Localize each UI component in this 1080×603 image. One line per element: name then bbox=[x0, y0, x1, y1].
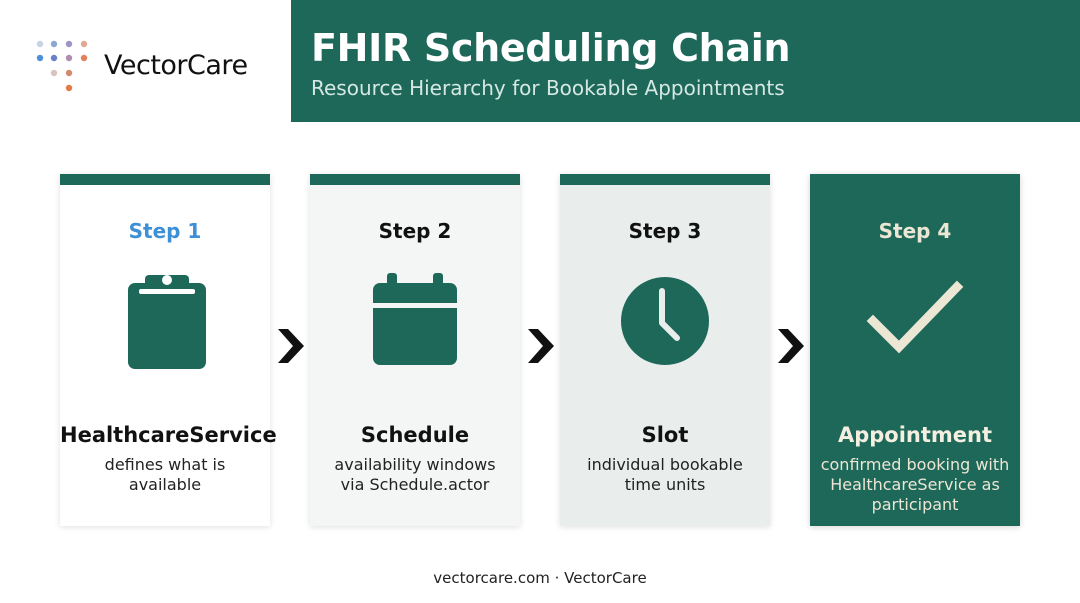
chevron-right-icon bbox=[778, 329, 804, 363]
step-card-slot: Step 3 Slot individual bookable time uni… bbox=[560, 174, 770, 526]
clock-icon bbox=[621, 277, 709, 365]
page-title: FHIR Scheduling Chain bbox=[311, 26, 791, 70]
step-card-healthcareservice: Step 1 HealthcareService defines what is… bbox=[60, 174, 277, 526]
resource-description: defines what is available bbox=[68, 455, 262, 495]
description-line: HealthcareService as bbox=[830, 475, 1000, 494]
step-label: Step 4 bbox=[878, 219, 952, 243]
resource-description: individual bookable time units bbox=[568, 455, 762, 495]
description-line: time units bbox=[624, 475, 706, 494]
description-line: availability windows bbox=[334, 455, 496, 474]
resource-name: Appointment bbox=[837, 423, 993, 447]
resource-name: HealthcareService bbox=[60, 423, 277, 447]
clipboard-icon bbox=[128, 275, 206, 369]
description-line: participant bbox=[871, 495, 959, 514]
step-label: Step 1 bbox=[128, 219, 202, 243]
chevron-right-icon bbox=[278, 329, 304, 363]
resource-name: Schedule bbox=[360, 423, 470, 447]
resource-description: availability windows via Schedule.actor bbox=[318, 455, 512, 495]
description-line: via Schedule.actor bbox=[340, 475, 490, 494]
footer-text: vectorcare.com · VectorCare bbox=[433, 569, 647, 587]
description-line: defines what is available bbox=[104, 455, 226, 494]
step-label: Step 3 bbox=[628, 219, 702, 243]
resource-name: Slot bbox=[641, 423, 689, 447]
brand-name: VectorCare bbox=[104, 50, 248, 81]
page-subtitle: Resource Hierarchy for Bookable Appointm… bbox=[311, 76, 785, 100]
step-card-schedule: Step 2 Schedule availability windows via… bbox=[310, 174, 520, 526]
step-card-appointment: Step 4 Appointment confirmed booking wit… bbox=[810, 174, 1020, 526]
calendar-icon bbox=[373, 273, 457, 365]
resource-description: confirmed booking with HealthcareService… bbox=[818, 455, 1012, 515]
header-banner: FHIR Scheduling Chain Resource Hierarchy… bbox=[291, 0, 1080, 122]
chevron-right-icon bbox=[528, 329, 554, 363]
logo-dots-icon bbox=[36, 40, 88, 92]
brand-logo: VectorCare bbox=[34, 36, 274, 96]
checkmark-icon bbox=[866, 280, 964, 354]
description-line: confirmed booking with bbox=[820, 455, 1010, 474]
description-line: individual bookable bbox=[587, 455, 743, 474]
step-label: Step 2 bbox=[378, 219, 452, 243]
